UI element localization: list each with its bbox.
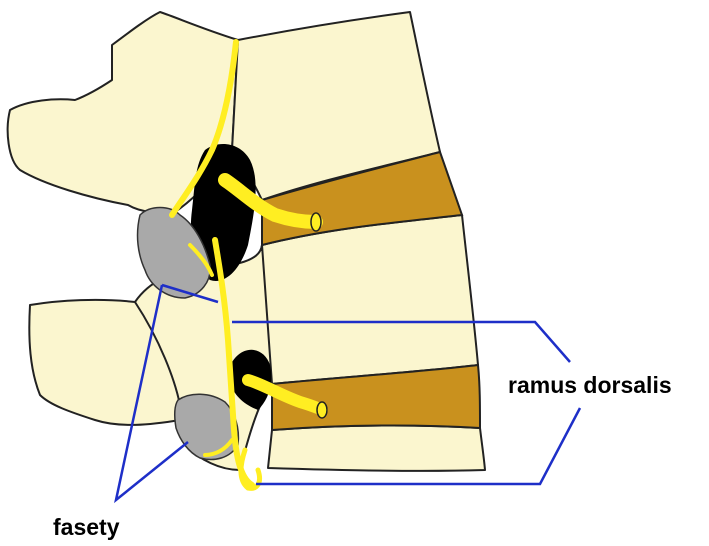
lower-nerve-cut-end bbox=[317, 402, 327, 418]
ramus-dorsalis-label: ramus dorsalis bbox=[508, 372, 672, 399]
bottom-vertebral-body bbox=[268, 426, 485, 471]
fasety-label: fasety bbox=[53, 514, 119, 541]
upper-nerve-cut-end bbox=[311, 213, 321, 231]
lower-vertebral-body bbox=[259, 215, 478, 384]
